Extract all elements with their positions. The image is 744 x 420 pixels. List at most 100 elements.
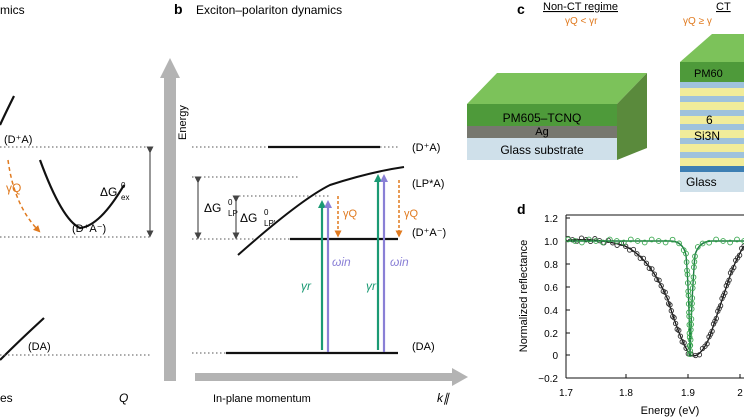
- delta-g-ex-label: ΔG: [100, 185, 117, 199]
- gamma-q-label: γQ: [6, 181, 21, 195]
- ct-condition: γQ ≥ γ: [683, 16, 712, 27]
- xtick-4: 2: [737, 388, 743, 399]
- black-data-marker: [727, 270, 734, 276]
- energy-axis-shaft: [164, 76, 176, 381]
- green-data-marker: [586, 236, 592, 243]
- panel-c: c Non-CT regime γQ < γr CT γQ ≥ γ PM605–…: [467, 1, 744, 192]
- green-data-marker: [688, 316, 695, 322]
- green-data-marker: [641, 239, 648, 246]
- black-data-marker: [656, 277, 662, 283]
- black-data-marker: [665, 300, 672, 307]
- panel-d-letter: d: [517, 201, 526, 217]
- green-data-marker: [713, 236, 719, 243]
- black-data-marker: [736, 252, 743, 258]
- momentum-axis-shaft: [195, 373, 457, 381]
- green-data-marker: [690, 274, 697, 281]
- black-data-marker: [664, 295, 670, 301]
- panel-d: d Normalized reflectance Energy (eV) 1.2…: [517, 201, 744, 417]
- green-data-marker: [572, 238, 578, 244]
- ct-stripe-10: [680, 144, 744, 152]
- green-data-marker: [689, 295, 696, 301]
- green-data-marker: [593, 238, 599, 244]
- ct-film-layer: [680, 62, 744, 82]
- delta-g-lpp-sub: LP′: [264, 219, 276, 228]
- non-ct-title: Non-CT regime: [543, 1, 618, 13]
- xtick-2: 1.8: [619, 388, 633, 399]
- panel-b: b Exciton–polariton dynamics Energy In-p…: [160, 1, 468, 405]
- black-data-marker: [672, 320, 679, 327]
- green-data-marker: [691, 264, 697, 271]
- xtick-3: 1.9: [681, 388, 695, 399]
- ytick-1: 1.2: [544, 214, 558, 225]
- ag-layer: [467, 126, 617, 138]
- green-data-marker: [620, 239, 627, 246]
- glass-label: Glass substrate: [500, 143, 584, 157]
- black-data-marker: [676, 327, 682, 334]
- gamma-r-label-2: γr: [366, 279, 377, 293]
- d-xticks: 1.7 1.8 1.9 2: [559, 374, 743, 399]
- energy-axis-label: Energy: [177, 105, 189, 140]
- b-label-d-plus-a-minus: (D⁺A⁻): [412, 227, 446, 239]
- green-data-marker: [687, 351, 693, 358]
- black-data-marker: [634, 251, 640, 257]
- delta-g-ex-sub: ex: [121, 193, 129, 202]
- film-label: PM605–TCNQ: [503, 111, 582, 125]
- black-data-marker: [630, 246, 637, 253]
- green-data-marker: [694, 244, 701, 250]
- green-data-marker: [683, 250, 689, 257]
- black-data-marker: [726, 277, 732, 283]
- ct-stripe-5: [680, 110, 744, 116]
- black-data-marker: [637, 255, 643, 261]
- delta-g-lp-label: ΔG: [204, 201, 221, 215]
- ct-stripe-4: [680, 102, 744, 110]
- panel-a: mics (D⁺A) (D⁺A⁻) (DA) γQ ΔG 0 ex es Q: [0, 3, 154, 405]
- label-d-plus-a: (D⁺A): [4, 134, 32, 146]
- ct-title: CT: [716, 1, 731, 13]
- green-data-marker: [685, 288, 692, 295]
- non-ct-device: PM605–TCNQ Ag Glass substrate: [467, 73, 647, 160]
- ytick-4: 0.6: [544, 283, 558, 294]
- green-data-marker: [579, 239, 585, 246]
- green-data-marker: [606, 236, 613, 243]
- omega-in-label-1: ωin: [332, 255, 351, 269]
- black-data-marker: [712, 318, 718, 324]
- green-data-marker: [727, 239, 733, 246]
- green-data-marker: [648, 236, 655, 243]
- gamma-q-label-b2: γQ: [404, 208, 419, 220]
- green-data-marker: [687, 327, 694, 333]
- green-data-marker: [734, 236, 740, 243]
- green-data-marker: [683, 259, 690, 265]
- curve-ground: [0, 317, 45, 361]
- panel-d-xlabel: Energy (eV): [641, 405, 700, 417]
- green-data-marker: [684, 271, 691, 278]
- black-data-marker: [716, 305, 722, 312]
- black-data-marker: [681, 340, 687, 346]
- film-top-face: [467, 73, 647, 104]
- black-data-series: [565, 235, 744, 359]
- ytick-2: 1.0: [544, 237, 558, 248]
- black-data-marker: [692, 352, 699, 359]
- ct-stack-material: Si3N: [694, 129, 720, 143]
- momentum-axis-head: [452, 368, 468, 386]
- black-data-marker: [640, 255, 647, 262]
- green-data-marker: [634, 238, 641, 244]
- ag-label: Ag: [535, 126, 548, 138]
- green-data-marker: [690, 279, 696, 286]
- b-label-lp-star-a: (LP*A): [412, 178, 444, 190]
- ct-stripe-3: [680, 96, 744, 102]
- d-yticks: 1.2 1.0 0.8 0.6 0.4 0.2 0 −0.2: [538, 214, 570, 385]
- green-data-marker: [662, 239, 669, 246]
- black-data-marker: [683, 345, 689, 351]
- black-data-marker: [706, 334, 712, 340]
- panel-a-xaxis-q: Q: [119, 391, 128, 405]
- green-fit-curve: [568, 240, 744, 357]
- black-data-marker: [649, 266, 655, 272]
- green-data-marker: [686, 330, 693, 337]
- ct-film-label: PM60: [694, 68, 723, 80]
- b-label-da: (DA): [412, 341, 435, 353]
- ct-glass-layer: [680, 172, 744, 192]
- black-data-marker: [670, 313, 676, 320]
- black-data-marker: [651, 271, 658, 277]
- gamma-q-arrow: [7, 159, 41, 233]
